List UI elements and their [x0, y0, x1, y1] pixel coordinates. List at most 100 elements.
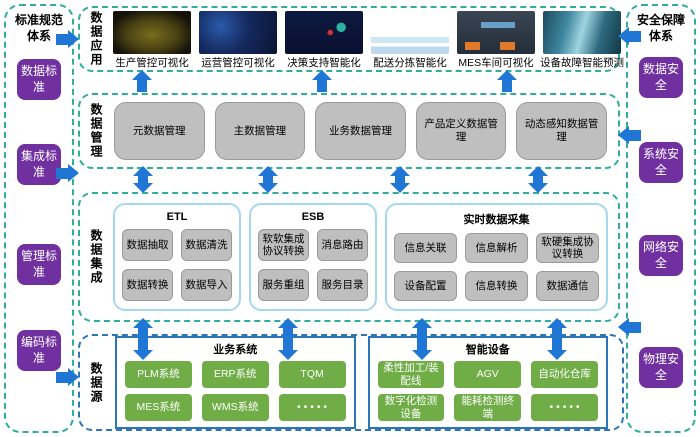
application-figure: 决策支持智能化 [281, 10, 367, 70]
distribution-sorting-flowchart-thumbnail [371, 11, 449, 54]
figure-caption: 设备故障智能预测 [540, 57, 624, 69]
erp-system-box: ERP系统 [201, 361, 269, 388]
smart-devices-group: 智能设备 柔性加工/装配线 AGV 自动化仓库 数字化检测设备 能耗检测终端 •… [367, 336, 608, 429]
security-system-panel: 安全保障体系 数据安全 系统安全 网络安全 物理安全 [626, 4, 696, 433]
double-arrow-icon [133, 318, 153, 360]
agv-box: AGV [454, 361, 522, 388]
figure-caption: MES车间可视化 [458, 57, 534, 69]
security-system-title: 安全保障体系 [636, 13, 685, 43]
business-systems-group: 业务系统 PLM系统 ERP系统 TQM MES系统 WMS系统 • • • •… [115, 336, 356, 429]
data-integration-label: 数据集成 [89, 229, 103, 285]
operations-control-visualization-thumbnail [199, 11, 277, 54]
application-figure: 生产管控可视化 [109, 10, 195, 70]
soft-integration-protocol-box: 软软集成协议转换 [258, 229, 309, 261]
application-figure: 运营管控可视化 [195, 10, 281, 70]
service-catalog-box: 服务目录 [317, 269, 368, 301]
digital-inspection-box: 数字化检测设备 [377, 394, 445, 421]
plm-system-box: PLM系统 [125, 361, 192, 388]
data-transform-box: 数据转换 [122, 269, 173, 301]
info-conversion-box: 信息转换 [465, 271, 528, 301]
flexible-machining-line-box: 柔性加工/装配线 [377, 361, 445, 388]
security-item-physical: 物理安全 [639, 347, 683, 389]
wms-system-box: WMS系统 [201, 394, 269, 421]
data-extract-box: 数据抽取 [122, 229, 173, 261]
up-arrow-icon [312, 70, 332, 92]
etl-group: ETL 数据抽取 数据清洗 数据转换 数据导入 [113, 203, 241, 311]
smart-devices-title: 智能设备 [465, 344, 510, 356]
business-systems-grid: PLM系统 ERP系统 TQM MES系统 WMS系统 • • • • • [125, 361, 346, 421]
automated-warehouse-box: 自动化仓库 [531, 361, 598, 388]
etl-group-title: ETL [166, 211, 188, 223]
double-arrow-icon [390, 166, 410, 193]
data-source-layer: 数据源 业务系统 PLM系统 ERP系统 TQM MES系统 WMS系统 • •… [78, 334, 624, 431]
production-control-visualization-thumbnail [113, 11, 191, 54]
dynamic-sensing-data-box: 动态感知数据管理 [516, 102, 607, 160]
application-figure: 配送分拣智能化 [367, 10, 453, 70]
double-arrow-icon [258, 166, 278, 193]
master-data-management-box: 主数据管理 [214, 102, 306, 160]
smart-devices-grid: 柔性加工/装配线 AGV 自动化仓库 数字化检测设备 能耗检测终端 • • • … [377, 361, 598, 421]
management-boxes: 元数据管理 主数据管理 业务数据管理 产品定义数据管理 动态感知数据管理 [107, 102, 618, 160]
data-application-label: 数据应用 [89, 11, 103, 67]
figure-caption: 配送分拣智能化 [373, 57, 447, 69]
security-item-system: 系统安全 [639, 142, 683, 184]
integration-groups: ETL 数据抽取 数据清洗 数据转换 数据导入 ESB 软软集成协议转换 消息路… [107, 203, 618, 311]
standard-item-coding: 编码标准 [17, 330, 61, 372]
realtime-acquisition-group: 实时数据采集 信息关联 信息解析 软硬集成协议转换 设备配置 信息转换 数据通信 [385, 203, 608, 311]
source-groups: 业务系统 PLM系统 ERP系统 TQM MES系统 WMS系统 • • • •… [107, 336, 622, 429]
mes-workshop-visualization-thumbnail [457, 11, 535, 54]
data-management-layer: 数据管理 元数据管理 主数据管理 业务数据管理 产品定义数据管理 动态感知数据管… [78, 93, 620, 169]
security-item-network: 网络安全 [639, 235, 683, 277]
up-arrow-icon [497, 70, 517, 92]
product-definition-data-box: 产品定义数据管理 [415, 102, 507, 160]
left-arrow-icon [618, 27, 641, 45]
realtime-acquisition-title: 实时数据采集 [463, 214, 530, 226]
right-arrow-icon [56, 164, 79, 182]
business-systems-title: 业务系统 [213, 344, 258, 356]
double-arrow-icon [547, 318, 567, 360]
left-arrow-icon [618, 318, 641, 336]
data-source-label: 数据源 [89, 361, 103, 404]
service-recomposition-box: 服务重组 [258, 269, 309, 301]
double-arrow-icon [528, 166, 548, 193]
esb-group-title: ESB [301, 211, 325, 223]
business-data-management-box: 业务数据管理 [315, 102, 406, 160]
figure-caption: 运营管控可视化 [201, 57, 275, 69]
figure-caption: 生产管控可视化 [115, 57, 189, 69]
standard-item-management: 管理标准 [17, 244, 61, 286]
mes-system-box: MES系统 [125, 394, 192, 421]
double-arrow-icon [412, 318, 432, 360]
data-integration-layer: 数据集成 ETL 数据抽取 数据清洗 数据转换 数据导入 ESB 软软集成协议转… [78, 192, 620, 322]
standard-item-integration: 集成标准 [17, 144, 61, 186]
esb-group: ESB 软软集成协议转换 消息路由 服务重组 服务目录 [249, 203, 377, 311]
data-load-box: 数据导入 [181, 269, 232, 301]
right-arrow-icon [56, 30, 79, 48]
equipment-fault-prediction-photo-thumbnail [543, 11, 621, 54]
application-figure: 设备故障智能预测 [539, 10, 625, 70]
application-figures: 生产管控可视化 运营管控可视化 决策支持智能化 配送分拣智能化 MES车间可视化… [107, 8, 627, 70]
figure-caption: 决策支持智能化 [287, 57, 361, 69]
application-figure: MES车间可视化 [453, 10, 539, 70]
data-management-label: 数据管理 [89, 103, 103, 159]
device-configuration-box: 设备配置 [394, 271, 457, 301]
up-arrow-icon [132, 70, 152, 92]
esb-grid: 软软集成协议转换 消息路由 服务重组 服务目录 [258, 229, 368, 301]
more-devices-box: • • • • • [531, 394, 598, 421]
metadata-management-box: 元数据管理 [114, 102, 205, 160]
info-parsing-box: 信息解析 [465, 233, 528, 263]
energy-monitoring-box: 能耗检测终端 [454, 394, 522, 421]
standards-system-title: 标准规范体系 [14, 13, 63, 43]
right-arrow-icon [56, 368, 79, 386]
decision-support-dashboard-thumbnail [285, 11, 363, 54]
realtime-grid: 信息关联 信息解析 软硬集成协议转换 设备配置 信息转换 数据通信 [394, 233, 599, 301]
message-routing-box: 消息路由 [317, 229, 368, 261]
standards-system-panel: 标准规范体系 数据标准 集成标准 管理标准 编码标准 [4, 4, 74, 433]
etl-grid: 数据抽取 数据清洗 数据转换 数据导入 [122, 229, 232, 301]
security-item-data: 数据安全 [639, 57, 683, 99]
tqm-system-box: TQM [278, 361, 346, 388]
double-arrow-icon [278, 318, 298, 360]
more-systems-box: • • • • • [278, 394, 346, 421]
double-arrow-icon [133, 166, 153, 193]
data-communication-box: 数据通信 [536, 271, 599, 301]
